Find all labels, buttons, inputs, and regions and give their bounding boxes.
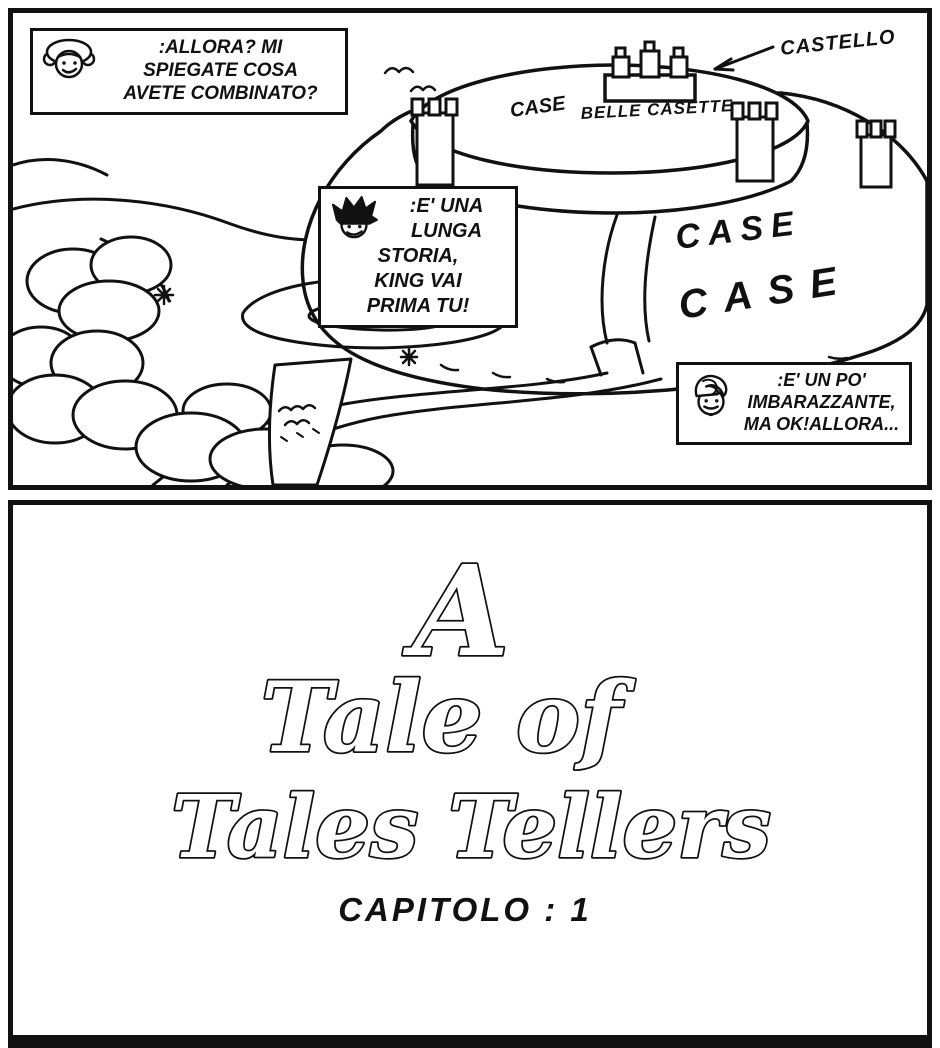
label-castello: CASTELLO (779, 26, 896, 60)
bubble-3-line: IMBARAZZANTE, (747, 391, 896, 412)
speech-bubble-2: :E' UNA LUNGA STORIA, KING VAI PRIMA TU! (318, 186, 518, 328)
tower-right-icon (730, 101, 779, 183)
bubble-2-line: KING VAI (374, 270, 462, 292)
castle-icon (603, 40, 697, 103)
gate-bridge (267, 357, 353, 485)
bubble-3-line: :E' UN PO' (777, 370, 866, 390)
bubble-2-line: :E' UNA (409, 195, 484, 217)
title-line-a: A (403, 539, 510, 685)
panel-scene: CASTELLO CASE BELLE CASETTE CASE CASE :A… (8, 8, 932, 490)
bird-icon (383, 66, 415, 75)
panel-title: A Tale of Tales Tellers CAPITOLO : 1 (8, 500, 932, 1048)
hill-road (589, 213, 657, 377)
bubble-3-line: MA OK!ALLORA... (743, 413, 900, 434)
bird-icon (409, 85, 437, 93)
birds (383, 66, 437, 93)
title-lettering: A Tale of Tales Tellers CAPITOLO : 1 (169, 537, 772, 928)
curly-bob-face-icon (42, 38, 96, 79)
title-line-tale-of: Tale of (261, 661, 636, 774)
bubble-1-line: :ALLORA? MI (158, 37, 283, 58)
town-wall-top (408, 63, 810, 175)
bubble-1-line: AVETE COMBINATO? (123, 83, 318, 105)
tree-bushes (13, 235, 395, 485)
tower-far-right-icon (855, 119, 897, 189)
title-line-tales-tellers: Tales Tellers (171, 777, 771, 878)
bubble-2-line: LUNGA STORIA, (377, 220, 483, 267)
speech-bubble-1: :ALLORA? MI SPIEGATE COSA AVETE COMBINAT… (30, 28, 348, 115)
bubble-2-line: PRIMA TU! (366, 295, 470, 317)
speech-bubble-3: :E' UN PO' IMBARAZZANTE, MA OK!ALLORA... (676, 362, 912, 445)
chapter-label: CAPITOLO : 1 (338, 891, 592, 928)
swirl-hair-goatee-face-icon (694, 374, 728, 417)
asterisk-marks (153, 284, 419, 367)
castello-arrow-icon (713, 45, 775, 72)
dark-spiky-hair-face-icon (331, 195, 378, 239)
bubble-1-line: SPIEGATE COSA (143, 60, 298, 82)
tower-left-icon (410, 97, 459, 187)
